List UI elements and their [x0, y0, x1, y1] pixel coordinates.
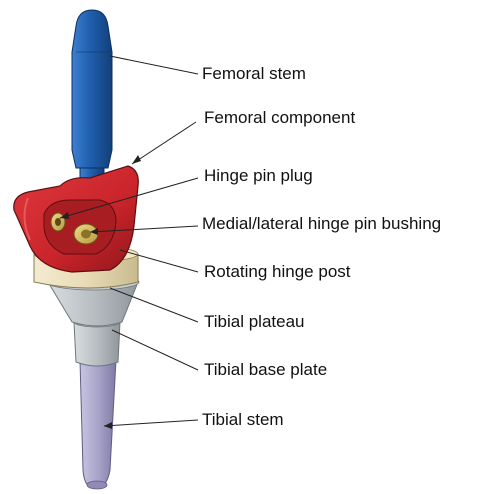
femoral-component-part — [14, 166, 139, 272]
leader-femoral-component — [132, 122, 196, 164]
label-rotating-hinge-post: Rotating hinge post — [204, 262, 351, 282]
label-femoral-stem: Femoral stem — [202, 64, 306, 84]
leader-tibial-base-plate — [112, 330, 198, 370]
label-tibial-plateau: Tibial plateau — [204, 312, 305, 332]
label-tibial-base-plate: Tibial base plate — [204, 360, 327, 380]
label-hinge-pin-bushing: Medial/lateral hinge pin bushing — [202, 214, 441, 234]
leader-femoral-stem — [110, 56, 198, 74]
leader-tibial-stem — [104, 420, 198, 426]
label-femoral-component: Femoral component — [204, 108, 355, 128]
label-hinge-pin-plug: Hinge pin plug — [204, 166, 313, 186]
arrowhead-femoral-component — [132, 155, 141, 164]
femoral-stem-part — [72, 10, 112, 196]
label-tibial-stem: Tibial stem — [202, 410, 284, 430]
